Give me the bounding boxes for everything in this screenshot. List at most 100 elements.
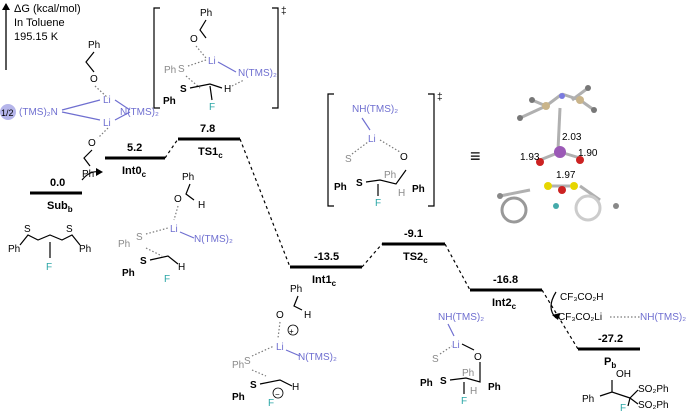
- energy-p: -27.2: [598, 333, 623, 345]
- distance-4: 1.97: [556, 170, 576, 181]
- svg-text:S: S: [250, 380, 257, 391]
- svg-text:F: F: [620, 403, 626, 412]
- svg-text:NH(TMS)₂: NH(TMS)₂: [352, 104, 398, 115]
- energy-int2: -16.8: [493, 274, 518, 286]
- svg-text:Li: Li: [208, 56, 216, 67]
- connectors: [81, 138, 579, 350]
- svg-text:Ph: Ph: [164, 65, 176, 76]
- energy-levels: [30, 137, 640, 351]
- svg-text:Ph: Ph: [200, 8, 212, 19]
- svg-text:F: F: [46, 262, 52, 273]
- svg-text:SO₂Ph: SO₂Ph: [638, 400, 669, 411]
- svg-text:NH(TMS)₂: NH(TMS)₂: [438, 312, 484, 323]
- half-circle: [0, 104, 16, 120]
- svg-text:‡: ‡: [281, 6, 287, 17]
- svg-text:Ph: Ph: [462, 368, 474, 379]
- svg-text:Ph: Ph: [182, 172, 194, 183]
- svg-text:Ph: Ph: [79, 244, 91, 255]
- svg-text:N(TMS)₂: N(TMS)₂: [238, 68, 277, 79]
- half-label: 1/2: [1, 108, 14, 118]
- svg-text:SO₂Ph: SO₂Ph: [638, 384, 669, 395]
- energy-sub: 0.0: [50, 177, 65, 189]
- svg-text:S: S: [140, 256, 147, 267]
- svg-text:Ph: Ph: [412, 184, 425, 195]
- name-int1: Int1c: [312, 274, 337, 288]
- svg-text:H: H: [224, 84, 231, 95]
- svg-text:N(TMS)₂: N(TMS)₂: [194, 234, 233, 245]
- svg-text:S: S: [432, 354, 439, 365]
- svg-text:Li: Li: [452, 340, 460, 351]
- svg-text:Ph: Ph: [163, 96, 176, 107]
- svg-text:Ph: Ph: [334, 182, 347, 193]
- energy-values: 0.0 5.2 7.8 -13.5 -9.1 -16.8 -27.2: [50, 123, 623, 345]
- svg-text:CF₃CO₂H: CF₃CO₂H: [560, 292, 604, 303]
- svg-text:Ph: Ph: [232, 392, 245, 403]
- svg-text:Ph: Ph: [290, 284, 302, 295]
- svg-text:F: F: [375, 198, 381, 209]
- svg-text:H: H: [304, 310, 311, 321]
- distance-2: 1.93: [520, 152, 540, 163]
- int1-structure: Ph H O Li + N(TMS)₂ Ph S S Ph H − F: [232, 284, 337, 409]
- energy-axis: ΔG (kcal/mol) In Toluene 195.15 K: [2, 3, 81, 70]
- svg-text:F: F: [461, 396, 467, 407]
- svg-text:Ph: Ph: [232, 360, 244, 371]
- acid-salt-annotation: CF₃CO₂H CF₃CO₂Li NH(TMS)₂: [550, 291, 686, 323]
- svg-text:S: S: [24, 224, 31, 235]
- svg-text:NH(TMS)₂: NH(TMS)₂: [640, 312, 686, 323]
- svg-text:O: O: [190, 34, 198, 45]
- svg-text:H: H: [292, 382, 299, 393]
- svg-text:F: F: [164, 274, 170, 285]
- svg-text:O: O: [400, 152, 408, 163]
- svg-text:H: H: [398, 188, 405, 199]
- svg-text:Li: Li: [170, 224, 178, 235]
- svg-text:O: O: [90, 74, 98, 85]
- svg-text:Li: Li: [103, 118, 111, 129]
- svg-text:S: S: [178, 64, 185, 75]
- svg-text:N(TMS)₂: N(TMS)₂: [120, 107, 159, 118]
- ts1-structure: ‡ Ph O Li N(TMS)₂ Ph S S Ph H F: [153, 6, 287, 113]
- svg-text:Ph: Ph: [122, 268, 135, 279]
- svg-text:N(TMS)₂: N(TMS)₂: [298, 352, 337, 363]
- svg-text:Ph: Ph: [384, 170, 396, 181]
- svg-text:Ph: Ph: [420, 378, 433, 389]
- svg-text:OH: OH: [616, 369, 631, 380]
- svg-text:S: S: [244, 356, 251, 367]
- svg-text:S: S: [136, 232, 143, 243]
- name-ts2: TS2c: [403, 251, 428, 265]
- energy-ts2: -9.1: [404, 228, 423, 240]
- svg-text:Ph: Ph: [88, 40, 100, 51]
- distance-3: 1.90: [578, 148, 598, 159]
- svg-text:H: H: [178, 262, 185, 273]
- name-sub: Subb: [47, 200, 73, 214]
- ts2-structure: ‡ NH(TMS)₂ Li O S S Ph Ph H Ph F: [327, 92, 443, 209]
- lihmds-dimer-structure: Ph O 1/2 (TMS)₂N Li Li N(TMS)₂ O Ph: [0, 40, 159, 180]
- substrate-structure: Ph S S Ph F: [8, 224, 91, 273]
- energy-ts1: 7.8: [200, 123, 215, 135]
- svg-text:O: O: [88, 138, 96, 149]
- svg-text:‡: ‡: [437, 92, 443, 103]
- svg-text:H: H: [470, 386, 477, 397]
- svg-text:Li: Li: [276, 342, 284, 353]
- svg-text:Ph: Ph: [118, 239, 130, 250]
- svg-text:F: F: [268, 398, 274, 409]
- product-structure: OH Ph SO₂Ph SO₂Ph F: [582, 369, 669, 412]
- name-int0: Int0c: [122, 165, 147, 179]
- svg-text:S: S: [180, 84, 187, 95]
- svg-text:S: S: [66, 224, 73, 235]
- 3d-model: 2.03 1.93 1.90 1.97: [497, 85, 619, 224]
- svg-text:CF₃CO₂Li: CF₃CO₂Li: [558, 312, 602, 323]
- distance-1: 2.03: [562, 132, 582, 143]
- svg-text:−: −: [275, 390, 280, 399]
- level-names: Subb Int0c TS1c Int1c TS2c Int2c Pb: [47, 146, 616, 370]
- svg-text:Ph: Ph: [82, 169, 94, 180]
- energy-int1: -13.5: [314, 251, 339, 263]
- svg-text:Ph: Ph: [488, 382, 501, 393]
- solvent-label: In Toluene: [14, 17, 65, 29]
- name-ts1: TS1c: [198, 146, 223, 160]
- svg-text:O: O: [174, 194, 182, 205]
- equivalent-symbol: ≡: [470, 146, 481, 166]
- svg-text:Ph: Ph: [582, 394, 594, 405]
- svg-text:Li: Li: [368, 134, 376, 145]
- int2-structure: NH(TMS)₂ Li O S S Ph Ph H Ph F: [420, 312, 501, 407]
